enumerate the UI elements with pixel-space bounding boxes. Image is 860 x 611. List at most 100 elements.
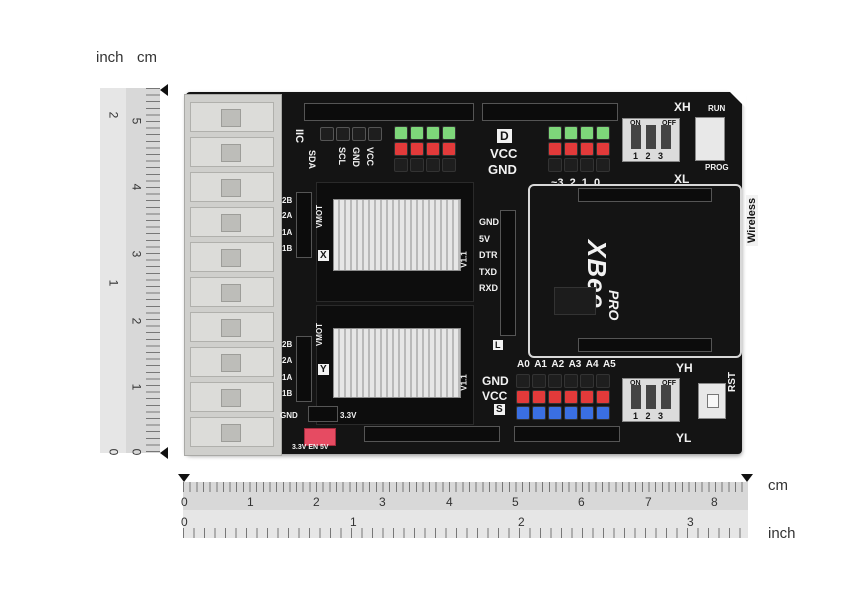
header-pin[interactable] — [426, 142, 440, 156]
header-pin[interactable] — [532, 406, 546, 420]
label-off-y: OFF — [662, 380, 676, 387]
header-pin[interactable] — [548, 158, 562, 172]
label-d: D — [497, 129, 512, 143]
dip-switch-y[interactable] — [622, 378, 680, 422]
label-pro: PRO — [606, 290, 622, 321]
header-pin[interactable] — [442, 158, 456, 172]
h-cm-tick-4: 4 — [446, 495, 453, 509]
power-select-jumper[interactable] — [304, 428, 336, 446]
label-yh: YH — [676, 361, 693, 375]
v-inch-tick-1: 1 — [106, 279, 121, 287]
terminal-screw[interactable] — [221, 214, 241, 232]
header-pin[interactable] — [532, 390, 546, 404]
pin-row — [548, 142, 610, 156]
header-pin[interactable] — [564, 406, 578, 420]
header-pin[interactable] — [580, 142, 594, 156]
header-pin[interactable] — [426, 158, 440, 172]
label-y: Y — [318, 364, 329, 375]
header-pin[interactable] — [564, 158, 578, 172]
stepper-driver-y — [316, 305, 474, 425]
voltage-regulator — [554, 287, 596, 315]
label-xbee-txd: TXD — [479, 267, 497, 277]
h-inch-tick-2: 2 — [518, 515, 525, 529]
terminal-cell — [190, 382, 274, 412]
header-pin[interactable] — [548, 374, 562, 388]
header-pin[interactable] — [580, 406, 594, 420]
label-vcc-iic: VCC — [365, 147, 375, 167]
header-pin[interactable] — [548, 390, 562, 404]
header-pin[interactable] — [394, 142, 408, 156]
terminal-cell — [190, 102, 274, 132]
header-pin[interactable] — [410, 126, 424, 140]
terminal-screw[interactable] — [221, 249, 241, 267]
header-pin[interactable] — [596, 126, 610, 140]
label-xh: XH — [674, 100, 691, 114]
label-xl: XL — [674, 172, 690, 186]
analog-header — [516, 374, 610, 420]
bottom-header-right — [514, 426, 620, 442]
terminal-cell — [190, 417, 274, 447]
vertical-ruler-ticks — [146, 88, 160, 453]
v-inch-tick-2: 2 — [106, 111, 121, 119]
header-pin[interactable] — [394, 158, 408, 172]
terminal-screw[interactable] — [221, 144, 241, 162]
terminal-screw[interactable] — [221, 424, 241, 442]
header-pin[interactable] — [548, 126, 562, 140]
label-3v3: 3.3V — [340, 411, 357, 420]
header-pin[interactable] — [410, 158, 424, 172]
vertical-ruler-bottom-marker — [160, 447, 168, 459]
header-pin[interactable] — [564, 142, 578, 156]
header-pin[interactable] — [580, 390, 594, 404]
label-run: RUN — [708, 104, 726, 113]
header-pin[interactable] — [426, 126, 440, 140]
horizontal-ruler-cm-label: cm — [768, 477, 788, 494]
terminal-screw[interactable] — [221, 179, 241, 197]
header-pin[interactable] — [516, 406, 530, 420]
header-pin[interactable] — [580, 126, 594, 140]
xbee-socket-top-pins — [578, 188, 712, 202]
header-pin[interactable] — [394, 126, 408, 140]
header-pin[interactable] — [596, 374, 610, 388]
horizontal-ruler-left-marker — [178, 474, 190, 482]
v-cm-tick-2: 2 — [129, 317, 144, 325]
h-cm-tick-6: 6 — [578, 495, 585, 509]
terminal-screw[interactable] — [221, 319, 241, 337]
header-pin[interactable] — [516, 390, 530, 404]
header-pin[interactable] — [596, 142, 610, 156]
v-cm-tick-3: 3 — [129, 250, 144, 258]
vertical-ruler-cm-label: cm — [137, 49, 157, 66]
header-pin[interactable] — [580, 374, 594, 388]
dip-switch-x[interactable] — [622, 118, 680, 162]
header-pin[interactable] — [516, 374, 530, 388]
terminal-screw[interactable] — [221, 109, 241, 127]
pin-row — [548, 158, 610, 172]
header-pin[interactable] — [442, 126, 456, 140]
reset-button[interactable] — [698, 383, 726, 419]
header-pin[interactable] — [564, 126, 578, 140]
header-pin[interactable] — [410, 142, 424, 156]
label-m1-2b: 2B — [282, 196, 293, 205]
label-vcc-big: VCC — [490, 146, 518, 161]
label-on-x: ON — [630, 120, 641, 127]
vertical-ruler-top-marker — [160, 84, 168, 96]
header-pin[interactable] — [596, 406, 610, 420]
header-pin[interactable] — [564, 374, 578, 388]
label-xbee-5v: 5V — [479, 234, 491, 244]
xbee-socket-bottom-pins — [578, 338, 712, 352]
header-pin[interactable] — [596, 390, 610, 404]
run-prog-switch[interactable] — [695, 117, 725, 161]
header-pin[interactable] — [580, 158, 594, 172]
terminal-screw[interactable] — [221, 389, 241, 407]
header-pin[interactable] — [442, 142, 456, 156]
motor-y-header — [296, 336, 312, 402]
header-pin[interactable] — [548, 406, 562, 420]
header-pin[interactable] — [596, 158, 610, 172]
label-x: X — [318, 250, 329, 261]
terminal-screw[interactable] — [221, 284, 241, 302]
header-pin[interactable] — [532, 374, 546, 388]
h-cm-tick-3: 3 — [379, 495, 386, 509]
terminal-screw[interactable] — [221, 354, 241, 372]
header-pin[interactable] — [548, 142, 562, 156]
header-pin[interactable] — [564, 390, 578, 404]
h-inch-tick-3: 3 — [687, 515, 694, 529]
